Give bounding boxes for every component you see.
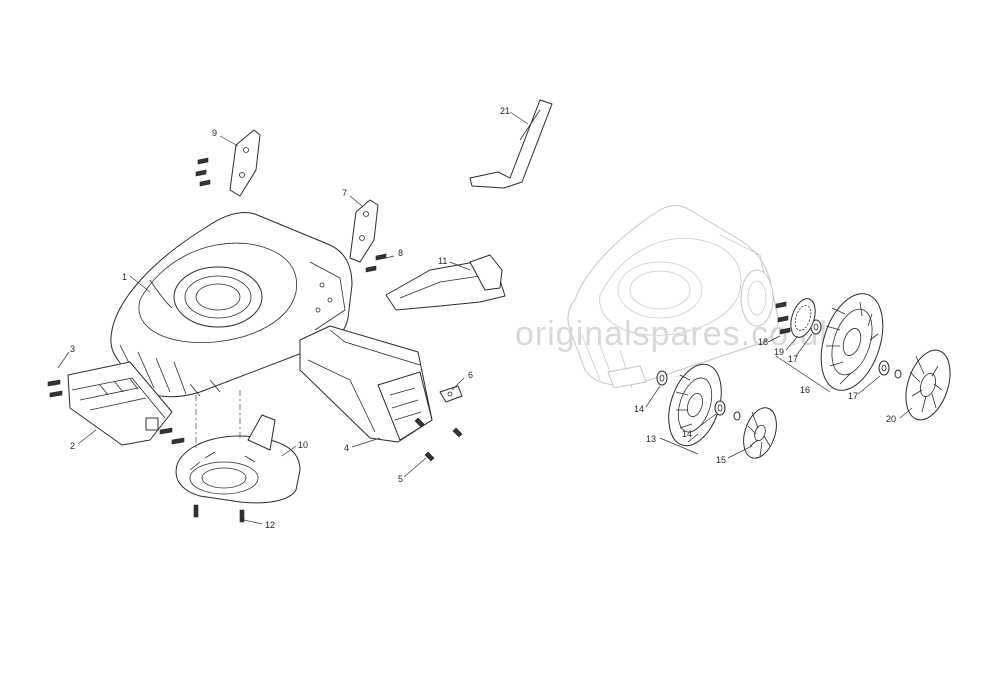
label-5: 5 [398,474,403,484]
label-7: 7 [342,188,347,198]
part-1-deck [110,212,353,398]
part-3-screws [47,379,185,445]
part-2-rear-flap [67,361,173,446]
label-2: 2 [70,441,75,451]
part-4-grass-chute [299,325,433,443]
label-20: 20 [886,414,896,424]
part-9-handle-bracket [195,129,261,197]
part-10-mulch-plug [175,414,301,504]
part-21-blade [469,99,553,189]
label-19: 19 [774,347,784,357]
part-11-cover [385,254,506,311]
label-3: 3 [70,344,75,354]
label-16: 16 [800,385,810,395]
part-7-bracket [349,199,379,263]
label-13: 13 [646,434,656,444]
part-8-screws [365,253,387,273]
part-14-bearings [656,370,741,421]
label-14a: 14 [634,404,644,414]
label-14b: 14 [682,429,692,439]
part-15-hub-cap [743,407,777,459]
label-4: 4 [344,443,349,453]
label-18: 18 [758,337,768,347]
part-16-rear-wheel [820,293,884,391]
part-6-clip [439,385,463,403]
label-17b: 17 [848,391,858,401]
part-20-hub-cap [905,349,951,421]
watermark-text: originalspares.co.uk [515,315,837,353]
part-18-screws [775,301,791,335]
part-5-screw [414,417,463,462]
ghost-mower-deck [567,205,779,389]
part-labels: 1 2 3 4 5 6 7 8 9 10 11 12 13 14 14 15 1… [70,106,896,530]
label-9: 9 [212,128,217,138]
label-17a: 17 [788,354,798,364]
label-6: 6 [468,370,473,380]
label-12: 12 [265,520,275,530]
leader-lines [57,111,913,525]
assembly-guides [195,390,241,450]
label-8: 8 [398,248,403,258]
label-15: 15 [716,455,726,465]
label-1: 1 [122,272,127,282]
label-11: 11 [438,256,447,266]
label-10: 10 [298,440,308,450]
label-21: 21 [500,106,510,116]
part-12-screws [193,504,245,523]
